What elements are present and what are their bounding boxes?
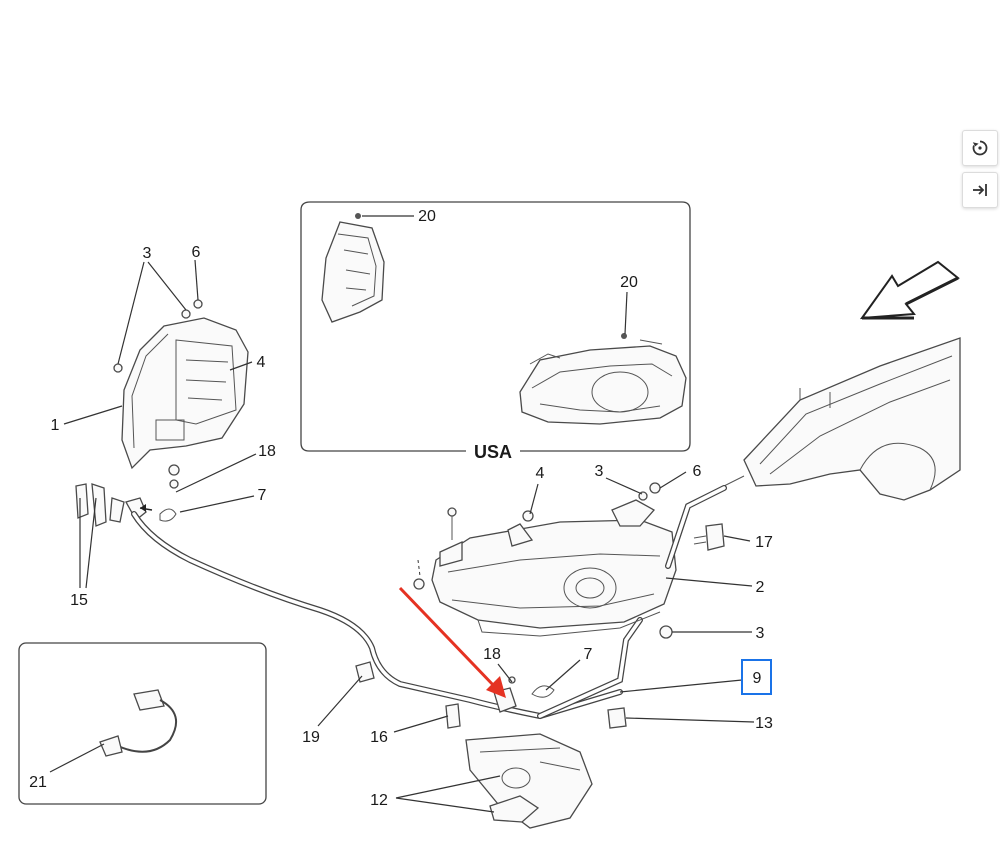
callout-3-right: 3: [756, 625, 765, 642]
callout-6-left: 6: [192, 244, 201, 261]
callout-18-left: 18: [258, 443, 276, 460]
arrow-to-right-bar-icon: [973, 184, 987, 196]
callout-6-right: 6: [693, 463, 702, 480]
left-headlamp-assembly: [113, 299, 249, 489]
direction-arrow: [859, 260, 960, 320]
inset-headlamp-front: [519, 333, 687, 425]
callout-7-center: 7: [584, 646, 593, 663]
callout-15: 15: [70, 592, 88, 609]
callout-12: 12: [370, 792, 388, 809]
callout-4-left: 4: [257, 354, 266, 371]
callout-1: 1: [51, 417, 60, 434]
fit-panel-button[interactable]: [962, 172, 998, 208]
callout-7-left: 7: [258, 487, 267, 504]
callout-17: 17: [755, 534, 773, 551]
reset-view-button[interactable]: [962, 130, 998, 166]
part-12-bracket: [465, 733, 593, 829]
callout-16: 16: [370, 729, 388, 746]
callout-20-right: 20: [620, 274, 638, 291]
inset-headlamp-side: [321, 213, 385, 323]
callout-20-top: 20: [418, 208, 436, 225]
callout-19: 19: [302, 729, 320, 746]
red-pointer-arrow: [398, 586, 506, 698]
callout-13: 13: [755, 715, 773, 732]
rotate-reset-icon: [972, 140, 988, 156]
callout-18-center: 18: [483, 646, 501, 663]
usa-inset: USA: [300, 201, 691, 462]
callout-2: 2: [756, 579, 765, 596]
usa-label: USA: [474, 442, 512, 462]
callout-21: 21: [29, 774, 47, 791]
left-connector-cluster: [75, 483, 177, 527]
part-16-connector: [445, 703, 461, 729]
callout-3-center: 3: [595, 463, 604, 480]
inset-part-21: [18, 642, 267, 805]
fender: [665, 337, 961, 569]
callout-4-center: 4: [536, 465, 545, 482]
callout-numbers: 1 2 3 3 3 4 4 6 6 7 7 9 12 13 15 16 17 1…: [29, 208, 773, 809]
wiring-harness: [131, 511, 643, 720]
leader-lines: [49, 215, 755, 813]
callout-3-left: 3: [143, 245, 152, 262]
main-headlamp: [413, 482, 677, 639]
part-13-clip: [607, 707, 627, 729]
callout-9: 9: [753, 670, 762, 687]
part-17-sensor: [693, 523, 725, 551]
callout-9-highlight-box: [741, 659, 772, 695]
